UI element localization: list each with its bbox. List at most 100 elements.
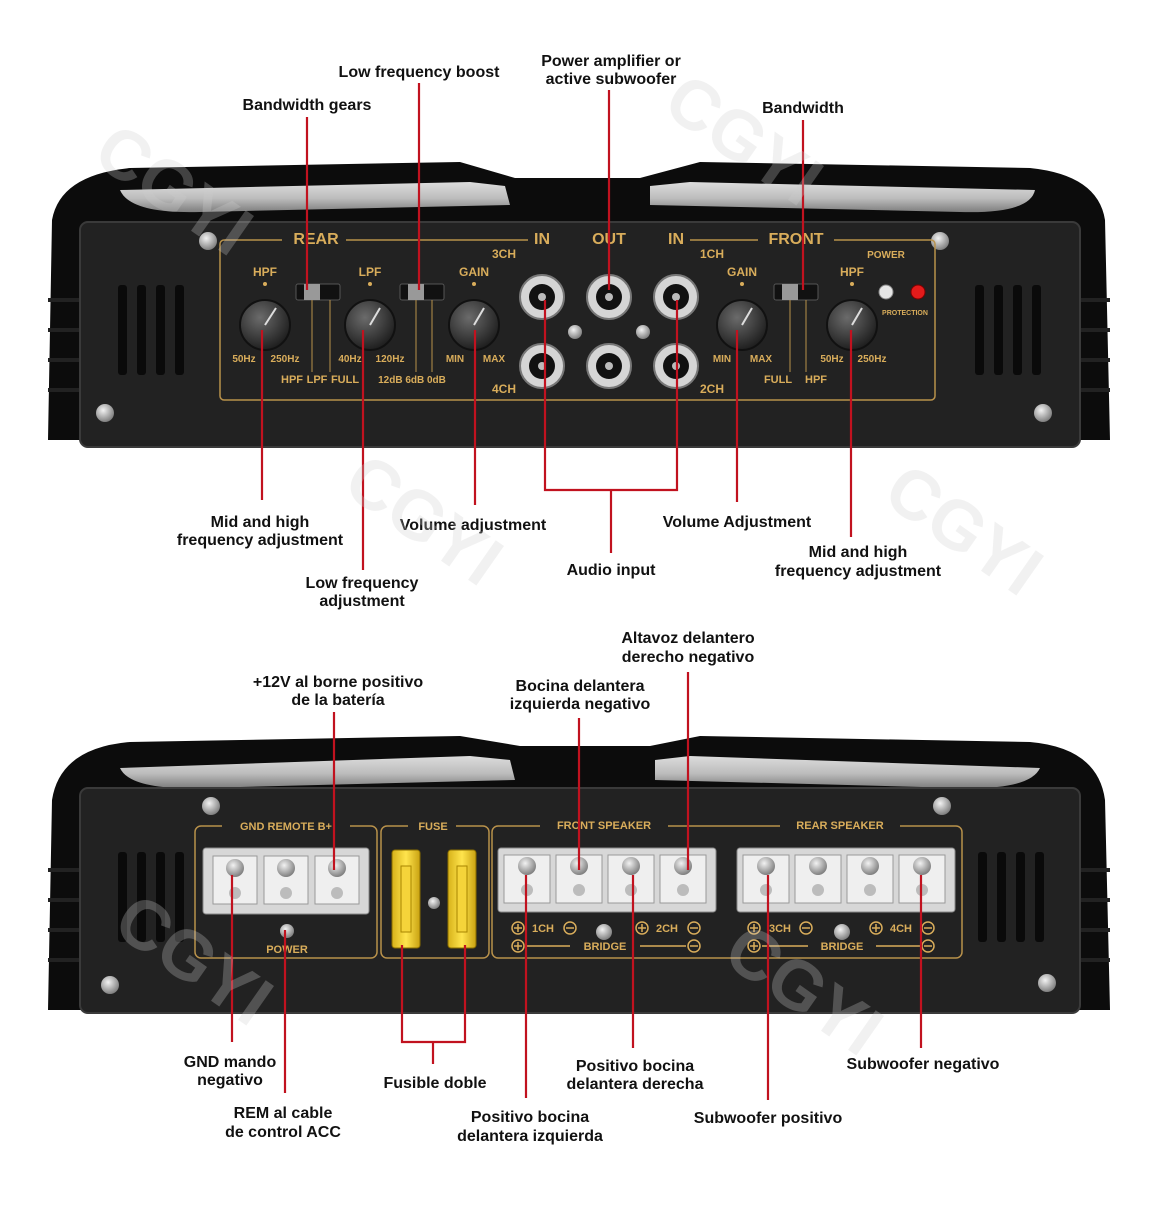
terminal-4ch-positive[interactable] <box>846 854 894 904</box>
label-switch-full-right: FULL <box>764 374 792 386</box>
label-4ch: 4CH <box>492 382 516 396</box>
screw <box>96 404 114 422</box>
rca-in-1ch[interactable] <box>653 274 699 320</box>
rca-out-top[interactable] <box>586 274 632 320</box>
callout-mid-high-right-line2: frequency adjustment <box>775 563 942 580</box>
terminal-2ch-positive[interactable] <box>607 854 655 904</box>
fuse-screw <box>428 897 440 909</box>
callout-pos-izq-line2: delantera izquierda <box>457 1128 603 1145</box>
bottom-chrome-right <box>655 756 1040 789</box>
label-50hz-right: 50Hz <box>820 354 843 365</box>
bandwidth-switch[interactable] <box>773 283 819 372</box>
terminal-3ch-negative[interactable] <box>794 854 842 904</box>
label-max-left: MAX <box>483 354 506 365</box>
front-speaker-terminal-block <box>497 847 717 913</box>
label-min-right: MIN <box>713 354 731 365</box>
bottom-vents-left <box>118 852 184 942</box>
label-protection: PROTECTION <box>882 310 928 317</box>
top-leader-lines <box>260 83 853 570</box>
callout-pos-der-line1: Positivo bocina <box>576 1058 694 1075</box>
rca-in-3ch[interactable] <box>519 274 565 320</box>
terminal-remote[interactable] <box>263 855 309 905</box>
rca-in-4ch[interactable] <box>519 343 565 389</box>
callout-mid-high-left-line1: Mid and high <box>211 514 310 531</box>
label-gain-left: GAIN <box>459 265 489 279</box>
callout-pos-izq-line1: Positivo bocina <box>471 1109 589 1126</box>
label-switch-hpf: HPF <box>281 374 303 386</box>
bridge-screw-left <box>596 924 612 940</box>
terminal-3ch-positive[interactable] <box>742 854 790 904</box>
callout-altavoz-der-neg-line2: derecho negativo <box>622 649 755 666</box>
lpf-knob[interactable] <box>344 299 396 351</box>
top-chrome-left <box>120 182 510 213</box>
label-min-left: MIN <box>446 354 464 365</box>
terminal-gnd[interactable] <box>212 855 258 905</box>
label-hpf-left: HPF <box>253 265 277 279</box>
gain-rear-knob[interactable] <box>448 299 500 351</box>
callout-rem-line1: REM al cable <box>234 1105 333 1122</box>
callout-rem-line2: de control ACC <box>225 1124 341 1141</box>
label-rear: REAR <box>293 231 339 248</box>
label-max-right: MAX <box>750 354 773 365</box>
screw <box>1034 404 1052 422</box>
terminal-2ch-negative[interactable] <box>659 854 707 904</box>
callout-subwoofer-negativo: Subwoofer negativo <box>847 1056 1000 1073</box>
label-40hz: 40Hz <box>338 354 361 365</box>
label-3ch: 3CH <box>492 247 516 261</box>
label-switch-lpf: LPF <box>307 374 328 386</box>
label-bottom-2ch: 2CH <box>656 923 678 935</box>
callout-low-freq-adj-line1: Low frequency <box>306 575 419 592</box>
rear-speaker-terminal-block <box>736 847 956 913</box>
bridge-screw-right <box>834 924 850 940</box>
callout-bandwidth: Bandwidth <box>762 100 844 117</box>
label-switch-full: FULL <box>331 374 359 386</box>
label-bridge-left: BRIDGE <box>584 941 627 953</box>
hpf-rear-knob[interactable] <box>239 299 291 351</box>
gain-front-knob[interactable] <box>716 299 768 351</box>
bottom-vents-right <box>978 852 1044 942</box>
callout-mid-high-right-line1: Mid and high <box>809 544 908 561</box>
label-gain-right: GAIN <box>727 265 757 279</box>
callout-subwoofer-positivo: Subwoofer positivo <box>694 1110 843 1127</box>
label-gnd-remote-b: GND REMOTE B+ <box>240 821 332 833</box>
callout-bocina-izq-neg-line1: Bocina delantera <box>516 678 645 695</box>
polarity-symbols <box>511 921 935 953</box>
label-in-right: IN <box>668 231 684 248</box>
callout-plus12v-line1: +12V al borne positivo <box>253 674 424 691</box>
label-hpf-right: HPF <box>840 265 864 279</box>
label-250hz-right: 250Hz <box>858 354 887 365</box>
top-chrome-right <box>650 182 1035 213</box>
bottom-chrome-left <box>120 756 515 789</box>
screw <box>1038 974 1056 992</box>
power-terminal-block <box>202 847 370 915</box>
label-front-speaker: FRONT SPEAKER <box>557 820 651 832</box>
label-120hz: 120Hz <box>376 354 405 365</box>
fuse-left[interactable] <box>391 849 421 949</box>
terminal-b-plus[interactable] <box>314 855 360 905</box>
label-power: POWER <box>867 250 906 261</box>
top-amplifier: REAR IN OUT IN FRONT 3CH 4CH 1CH 2CH HPF… <box>48 162 1110 448</box>
callout-audio-input: Audio input <box>567 562 657 579</box>
label-front: FRONT <box>768 231 823 248</box>
label-2ch: 2CH <box>700 382 724 396</box>
label-250hz-left: 250Hz <box>271 354 300 365</box>
label-in-left: IN <box>534 231 550 248</box>
label-fuse: FUSE <box>418 821 447 833</box>
callout-power-amp-line1: Power amplifier or <box>541 53 681 70</box>
label-bottom-3ch: 3CH <box>769 923 791 935</box>
callout-gnd-mando-line2: negativo <box>197 1072 263 1089</box>
bottom-fins-left <box>48 868 82 962</box>
label-bottom-4ch: 4CH <box>890 923 912 935</box>
label-rear-speaker: REAR SPEAKER <box>796 820 883 832</box>
bottom-leader-lines <box>230 672 923 1100</box>
callout-volume-adjustment-left: Volume adjustment <box>400 517 547 534</box>
callout-volume-adjustment-right: Volume Adjustment <box>663 514 812 531</box>
label-lpf: LPF <box>359 265 382 279</box>
rca-out-bottom[interactable] <box>586 343 632 389</box>
label-switch-db: 12dB 6dB 0dB <box>378 375 446 386</box>
top-vents-left <box>118 285 184 375</box>
fuse-right[interactable] <box>447 849 477 949</box>
label-power-bottom: POWER <box>266 944 308 956</box>
